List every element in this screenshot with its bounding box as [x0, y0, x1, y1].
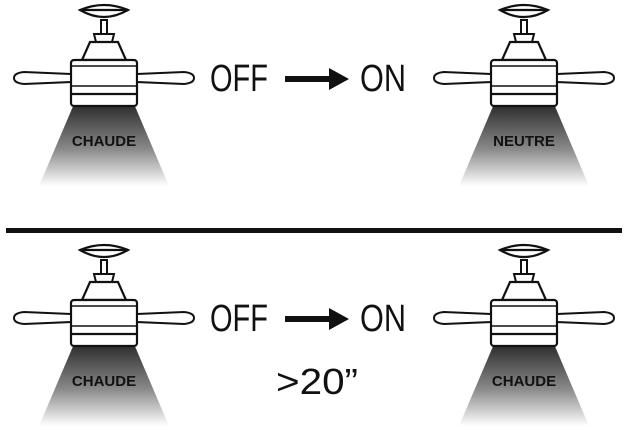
top-right-fan: NEUTRE — [432, 3, 616, 186]
top-left-fan: CHAUDE — [12, 3, 196, 186]
ceiling-fan-icon — [12, 3, 196, 108]
on-label: ON — [360, 58, 406, 100]
light-mode-label: CHAUDE — [72, 373, 136, 390]
light-mode-label: CHAUDE — [492, 373, 556, 390]
ceiling-fan-icon — [432, 243, 616, 348]
hold-duration-label: >20” — [276, 361, 358, 402]
light-mode-label: CHAUDE — [72, 133, 136, 150]
arrow-right-icon — [285, 68, 349, 90]
on-label: ON — [360, 298, 406, 340]
bottom-row: CHAUDE OFF ON >20” CHAUDE — [12, 243, 616, 426]
light-mode-label: NEUTRE — [493, 133, 555, 150]
ceiling-fan-icon — [12, 243, 196, 348]
off-label: OFF — [210, 58, 268, 100]
arrow-right-icon — [285, 308, 349, 330]
section-divider — [6, 228, 622, 233]
off-label: OFF — [210, 298, 268, 340]
ceiling-fan-icon — [432, 3, 616, 108]
bottom-right-fan: CHAUDE — [432, 243, 616, 426]
top-row: CHAUDE OFF ON NEUTRE — [12, 3, 616, 186]
bottom-left-fan: CHAUDE — [12, 243, 196, 426]
